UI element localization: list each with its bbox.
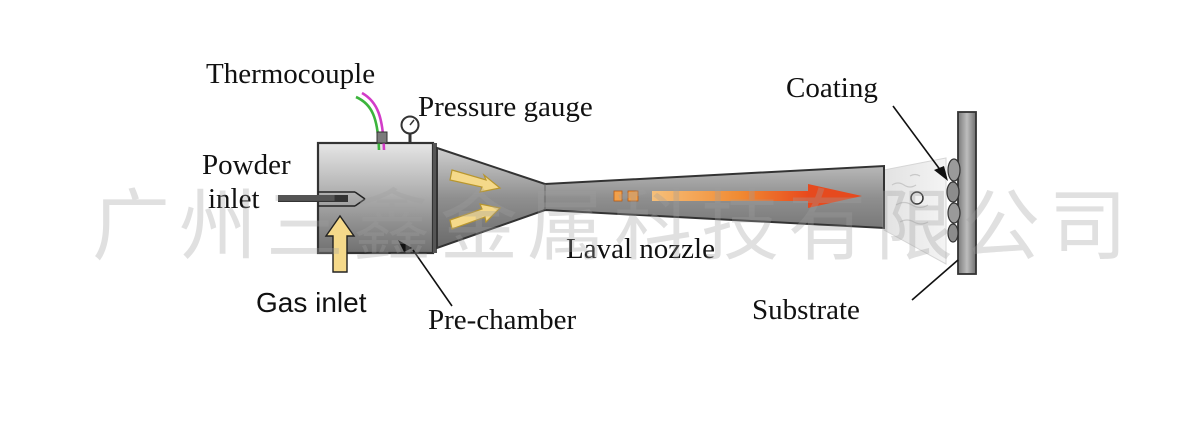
thermocouple-wires [355, 91, 388, 151]
gas-inlet-label: Gas inlet [256, 287, 367, 318]
particle-jet-arrow [613, 184, 862, 208]
gas-flow-arrow-upper [449, 169, 502, 193]
substrate-leader-line [911, 259, 959, 301]
pre-chamber-leader-arrowhead [398, 240, 412, 252]
laval-nozzle-label: Laval nozzle [566, 233, 715, 265]
powder-inlet-label-line2: inlet [208, 183, 260, 215]
pre-chamber-leader-line [412, 249, 453, 307]
thermocouple-label: Thermocouple [206, 58, 376, 90]
gas-flow-arrow-lower [449, 203, 502, 230]
coating-leader-line [892, 105, 945, 176]
nozzle-exit-marker [910, 191, 924, 205]
powder-inlet-label-line1: Powder [202, 149, 291, 181]
coating-deposit [946, 158, 961, 243]
pressure-gauge-icon [400, 115, 420, 143]
coating-label: Coating [786, 72, 878, 104]
gas-inlet-arrow [324, 214, 356, 273]
pre-chamber-label: Pre-chamber [428, 304, 577, 336]
substrate-label: Substrate [752, 294, 860, 326]
spray-plume [883, 157, 947, 265]
powder-injection-tube [278, 191, 366, 207]
pressure-gauge-label: Pressure gauge [418, 91, 593, 123]
substrate-plate [957, 111, 977, 275]
coating-leader-arrowhead [934, 166, 948, 181]
